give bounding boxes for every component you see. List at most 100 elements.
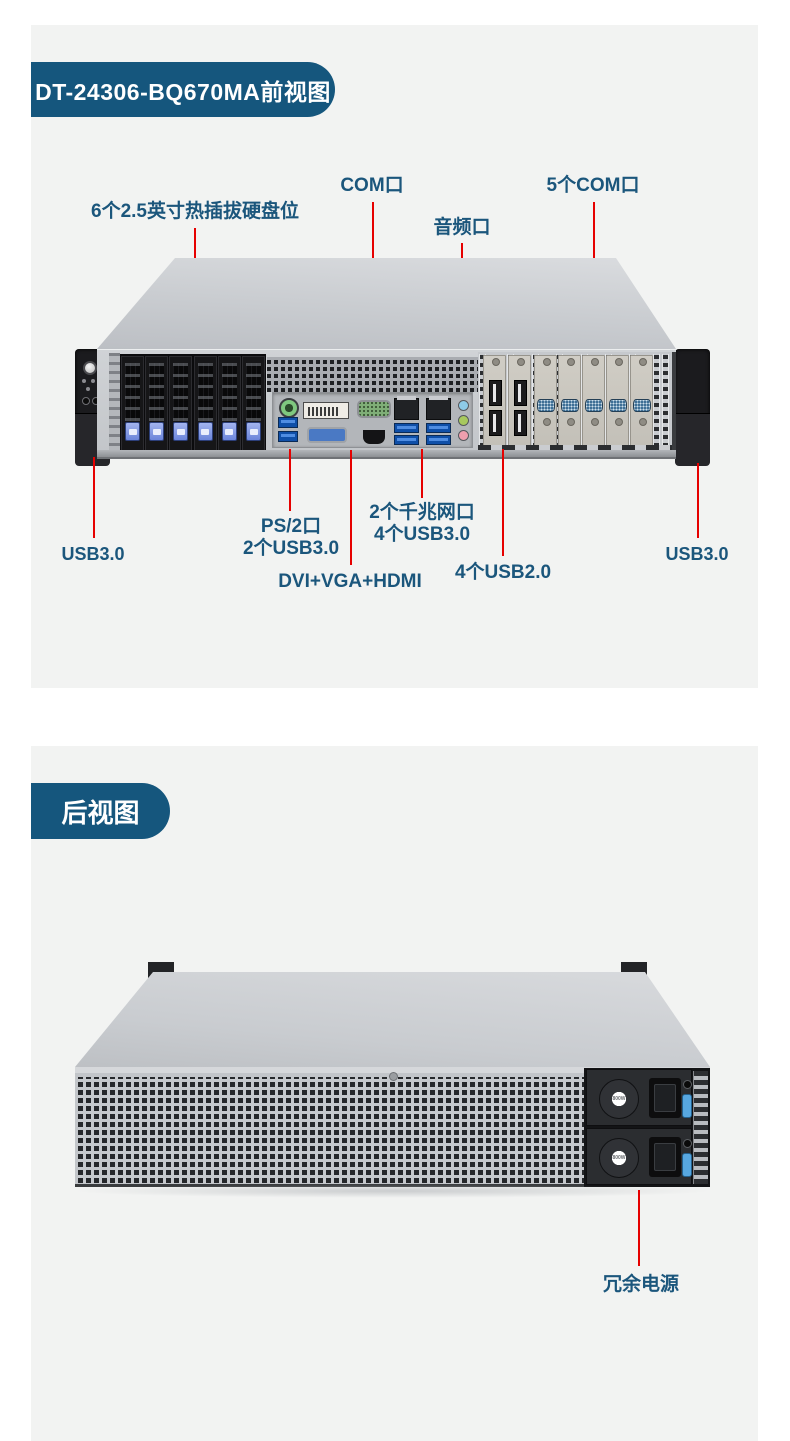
status-led bbox=[91, 379, 95, 383]
tray-vent-holes bbox=[221, 363, 237, 421]
usb2-port bbox=[489, 410, 502, 436]
audio-jack bbox=[458, 430, 469, 441]
drive-bay-tray bbox=[169, 356, 193, 454]
tray-latch bbox=[246, 422, 261, 441]
com-port-bracket bbox=[606, 355, 629, 446]
com-port-bracket bbox=[534, 355, 557, 446]
label-usb3-left: USB3.0 bbox=[61, 544, 125, 564]
label-ps2: PS/2口 bbox=[260, 516, 322, 537]
label-dvi-vga-hdmi: DVI+VGA+HDMI bbox=[278, 571, 422, 592]
usb3-port bbox=[394, 435, 419, 445]
leader-line-dvi-vga-hdmi bbox=[350, 450, 352, 565]
rear-view-banner: 后视图 bbox=[31, 783, 170, 839]
tray-latch bbox=[125, 422, 140, 441]
usb3-port bbox=[394, 423, 419, 433]
bracket-screw bbox=[638, 418, 647, 426]
usb2-port bbox=[514, 380, 527, 406]
label-two-lan: 2个千兆网口 bbox=[369, 502, 475, 523]
label-audio-port: 音频口 bbox=[433, 217, 491, 238]
leader-line-usb2 bbox=[502, 449, 504, 556]
chassis-top-panel bbox=[97, 258, 676, 349]
com-port-bracket bbox=[558, 355, 581, 446]
psu-button bbox=[683, 1139, 692, 1148]
bracket-screw bbox=[638, 358, 647, 366]
psu-ac-inlet bbox=[649, 1137, 681, 1177]
audio-jack bbox=[458, 400, 469, 411]
bracket-screw bbox=[590, 418, 599, 426]
com-port-db9 bbox=[561, 399, 579, 412]
io-panel bbox=[272, 392, 473, 448]
chassis-top-panel bbox=[75, 972, 710, 1067]
label-four-usb2: 4个USB2.0 bbox=[454, 562, 552, 583]
front-vent-grid bbox=[267, 357, 478, 392]
usb2-bracket bbox=[483, 355, 506, 446]
label-five-com-ports: 5个COM口 bbox=[546, 175, 640, 196]
status-led bbox=[86, 387, 90, 391]
leader-line-usb3-left bbox=[93, 457, 95, 538]
usb2-port bbox=[514, 410, 527, 436]
slot-vent-strip bbox=[652, 354, 660, 447]
ps2-port bbox=[279, 398, 299, 418]
expansion-slot-area bbox=[478, 352, 676, 455]
status-led bbox=[82, 379, 86, 383]
psu-wattage-text: 800W bbox=[612, 1155, 626, 1161]
power-supply-unit: 800W bbox=[586, 1128, 692, 1185]
audio-jack bbox=[458, 415, 469, 426]
lan-port bbox=[426, 396, 451, 420]
psu-wattage-text: 800W bbox=[612, 1096, 626, 1102]
front-view-banner: DT-24306-BQ670MA前视图 bbox=[31, 62, 335, 117]
label-two-usb3: 2个USB3.0 bbox=[242, 538, 340, 559]
label-four-usb3: 4个USB3.0 bbox=[373, 524, 471, 545]
bracket-screw bbox=[590, 358, 599, 366]
psu-fan: 800W bbox=[599, 1079, 639, 1119]
bracket-screw bbox=[566, 358, 575, 366]
front-view-card: DT-24306-BQ670MA前视图 6个2.5英寸热插拔硬盘位 COM口 音… bbox=[31, 25, 758, 688]
rear-vent-mesh bbox=[78, 1077, 584, 1183]
bracket-screw bbox=[614, 418, 623, 426]
bracket-screw bbox=[566, 418, 575, 426]
usb3-port bbox=[426, 435, 451, 445]
label-ps2-usb3: PS/2口 2个USB3.0 bbox=[243, 516, 339, 560]
redundant-psu-bay: 800W 800W bbox=[584, 1068, 710, 1187]
front-view-image bbox=[31, 25, 758, 688]
lan-port bbox=[394, 396, 419, 420]
right-rack-ear bbox=[675, 349, 710, 466]
tray-latch bbox=[221, 422, 237, 441]
usb3-port bbox=[278, 431, 298, 442]
psu-handle-clip bbox=[682, 1153, 692, 1177]
drive-bay-tray bbox=[193, 356, 217, 454]
bracket-screw bbox=[491, 358, 500, 366]
psu-button bbox=[683, 1080, 692, 1089]
ear-lower-section bbox=[675, 413, 710, 466]
front-view-banner-text: DT-24306-BQ670MA前视图 bbox=[35, 78, 331, 105]
power-supply-unit: 800W bbox=[586, 1069, 692, 1126]
drive-bay-tray bbox=[145, 356, 169, 454]
expansion-bottom-slots bbox=[478, 445, 672, 453]
psu-ac-inlet bbox=[649, 1078, 681, 1118]
vga-port bbox=[307, 427, 347, 443]
psu-handle-clip bbox=[682, 1094, 692, 1118]
tray-vent-holes bbox=[197, 363, 213, 421]
chassis-shadow bbox=[71, 1184, 714, 1198]
chassis-bottom-rail bbox=[97, 450, 676, 459]
dvi-port bbox=[303, 402, 349, 419]
psu-fan: 800W bbox=[599, 1138, 639, 1178]
drive-bay-tray bbox=[217, 356, 241, 454]
leader-line-psu bbox=[638, 1190, 640, 1266]
com-port-db9 bbox=[609, 399, 627, 412]
com-port-db9 bbox=[585, 399, 603, 412]
leader-line-usb3-right bbox=[697, 463, 699, 538]
tray-vent-holes bbox=[149, 363, 165, 421]
label-usb3-right: USB3.0 bbox=[665, 544, 729, 564]
com-port bbox=[357, 400, 391, 418]
psu-side-vent bbox=[693, 1071, 708, 1184]
bracket-screw bbox=[542, 358, 551, 366]
slot-vent-strip bbox=[662, 354, 669, 447]
bracket-screw bbox=[614, 358, 623, 366]
tray-latch bbox=[173, 422, 189, 441]
hot-swap-drive-bays bbox=[120, 354, 266, 456]
power-button bbox=[83, 361, 97, 375]
drive-bay-tray bbox=[121, 356, 144, 454]
